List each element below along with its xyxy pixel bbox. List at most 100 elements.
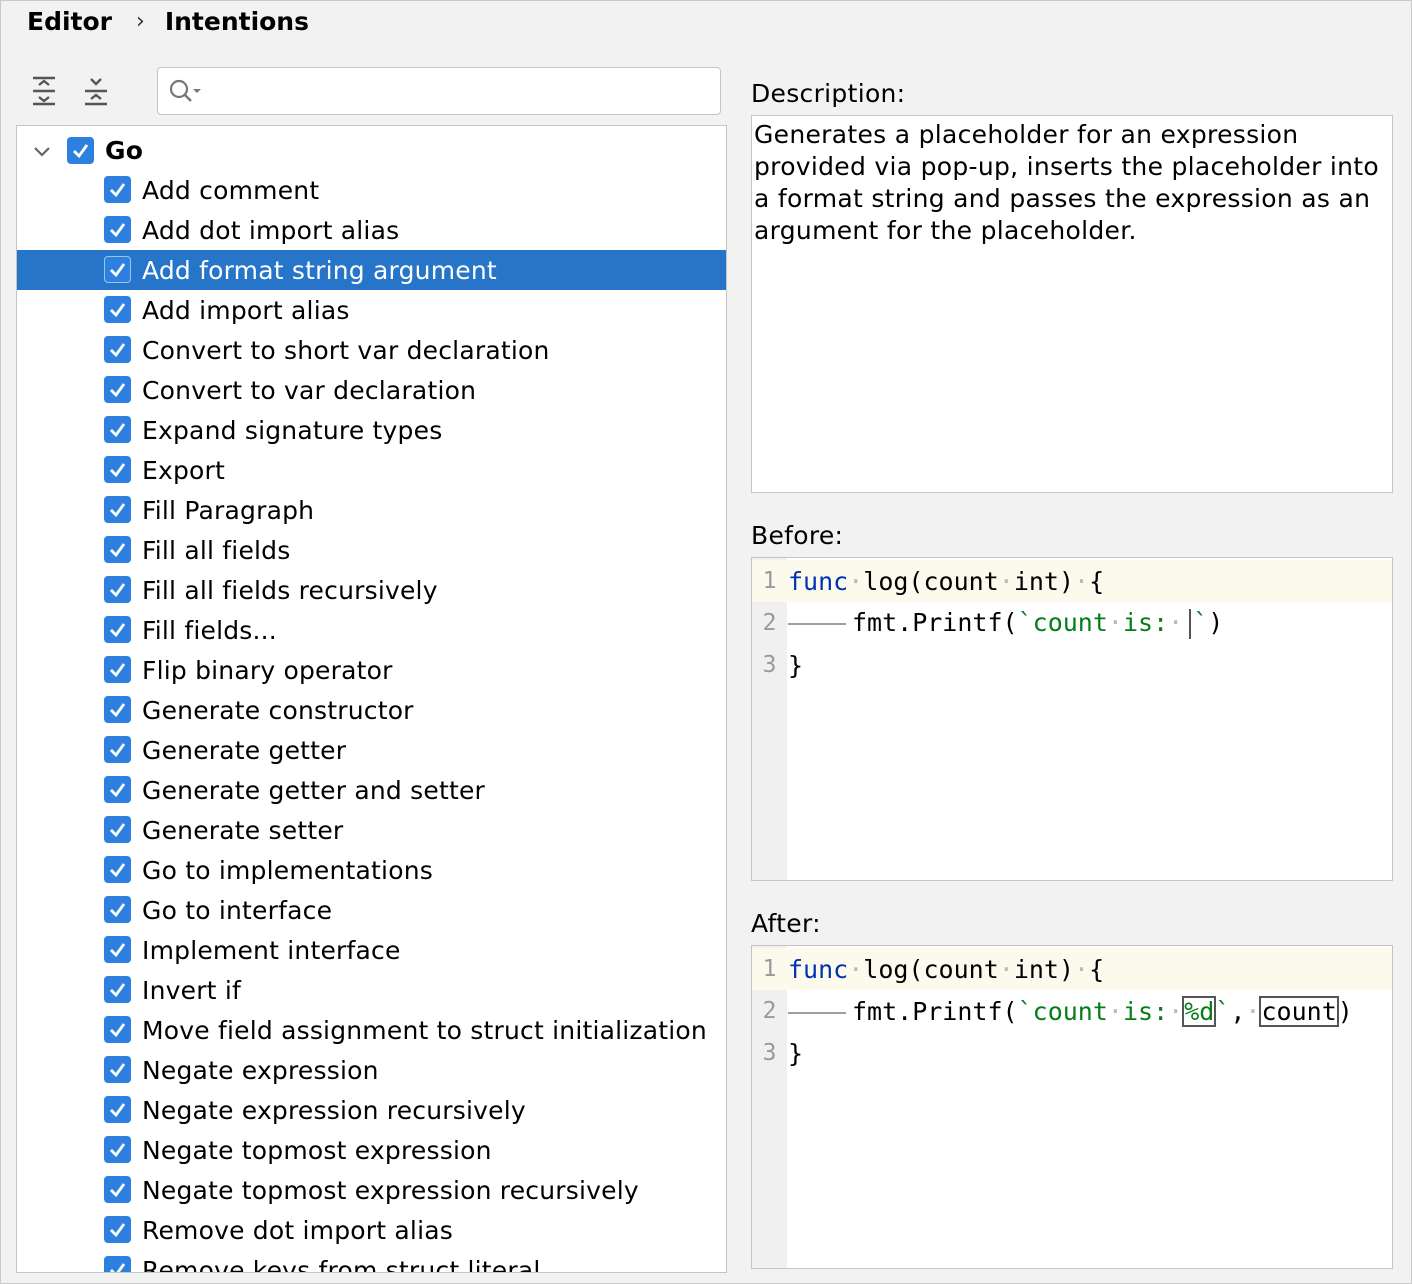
expand-all-button[interactable] xyxy=(27,73,61,109)
code-text: int) xyxy=(1013,954,1075,984)
collapse-all-button[interactable] xyxy=(79,73,113,109)
tree-item-checkbox[interactable] xyxy=(104,1096,131,1123)
code-keyword: func xyxy=(788,566,849,596)
code-text: fmt.Printf( xyxy=(852,996,1018,1026)
code-text: { xyxy=(1089,566,1105,596)
tree-item[interactable]: Generate constructor xyxy=(17,690,726,730)
tree-item[interactable]: Generate getter xyxy=(17,730,726,770)
tree-item[interactable]: Negate expression xyxy=(17,1050,726,1090)
tree-item-checkbox[interactable] xyxy=(104,856,131,883)
code-text: } xyxy=(788,650,804,680)
tree-item[interactable]: Negate expression recursively xyxy=(17,1090,726,1130)
tree-item[interactable]: Convert to short var declaration xyxy=(17,330,726,370)
tree-item[interactable]: Move field assignment to struct initiali… xyxy=(17,1010,726,1050)
tree-item[interactable]: Export xyxy=(17,450,726,490)
tree-item[interactable]: Convert to var declaration xyxy=(17,370,726,410)
check-icon xyxy=(110,703,126,718)
tree-item[interactable]: Add import alias xyxy=(17,290,726,330)
code-text: log(count xyxy=(863,566,999,596)
check-icon xyxy=(110,343,126,358)
tree-item-checkbox[interactable] xyxy=(104,456,131,483)
tree-item-checkbox[interactable] xyxy=(104,496,131,523)
tree-item-checkbox[interactable] xyxy=(104,176,131,203)
tree-item[interactable]: Generate setter xyxy=(17,810,726,850)
tree-item-label: Generate getter xyxy=(142,735,347,765)
tree-item-checkbox[interactable] xyxy=(104,536,131,563)
tree-item[interactable]: Implement interface xyxy=(17,930,726,970)
search-input[interactable] xyxy=(210,71,720,111)
tree-item-checkbox[interactable] xyxy=(104,576,131,603)
tree-item[interactable]: Add format string argument xyxy=(17,250,726,290)
tree-item[interactable]: Remove keys from struct literal xyxy=(17,1250,726,1272)
tree-item-label: Fill all fields xyxy=(142,535,291,565)
tree-node-go[interactable]: Go xyxy=(17,130,726,170)
tree-item[interactable]: Fill fields... xyxy=(17,610,726,650)
tree-item-checkbox[interactable] xyxy=(104,1216,131,1243)
tree-item[interactable]: Generate getter and setter xyxy=(17,770,726,810)
tree-item-checkbox[interactable] xyxy=(104,776,131,803)
tree-item-checkbox[interactable] xyxy=(104,816,131,843)
code-string: count xyxy=(1032,607,1108,637)
tree-item[interactable]: Add dot import alias xyxy=(17,210,726,250)
tree-item[interactable]: Go to implementations xyxy=(17,850,726,890)
tree-item-label: Negate topmost expression xyxy=(142,1135,492,1165)
search-icon[interactable] xyxy=(168,77,204,105)
tree-item-checkbox[interactable] xyxy=(104,416,131,443)
code-string: ` xyxy=(1017,996,1033,1026)
checkbox-go[interactable] xyxy=(67,136,94,164)
code-text: , xyxy=(1230,996,1246,1026)
tree-item-checkbox[interactable] xyxy=(104,216,131,243)
check-icon xyxy=(110,1103,126,1118)
tree-item-checkbox[interactable] xyxy=(104,896,131,923)
tree-item[interactable]: Fill all fields xyxy=(17,530,726,570)
code-text: int) xyxy=(1013,566,1075,596)
search-field[interactable] xyxy=(157,67,721,115)
tree-item-checkbox[interactable] xyxy=(104,696,131,723)
chevron-down-icon[interactable] xyxy=(31,140,53,162)
code-line: 1 func·log(count·int)·{ xyxy=(752,560,1392,602)
tree-item-checkbox[interactable] xyxy=(104,656,131,683)
tree-item[interactable]: Go to interface xyxy=(17,890,726,930)
tree-item-label: Flip binary operator xyxy=(142,655,393,685)
tree-item[interactable]: Negate topmost expression xyxy=(17,1130,726,1170)
tree-item[interactable]: Remove dot import alias xyxy=(17,1210,726,1250)
tree-item[interactable]: Negate topmost expression recursively xyxy=(17,1170,726,1210)
tree-item[interactable]: Expand signature types xyxy=(17,410,726,450)
check-icon xyxy=(110,1023,126,1038)
check-icon xyxy=(110,543,126,558)
tree-item[interactable]: Fill Paragraph xyxy=(17,490,726,530)
tree-item-checkbox[interactable] xyxy=(104,376,131,403)
tree-item[interactable]: Fill all fields recursively xyxy=(17,570,726,610)
tree-item-checkbox[interactable] xyxy=(104,1256,131,1272)
tree-item-label: Convert to short var declaration xyxy=(142,335,550,365)
tree-item-checkbox[interactable] xyxy=(104,296,131,323)
tree-item-label: Remove dot import alias xyxy=(142,1215,453,1245)
collapse-all-icon xyxy=(85,78,107,106)
tree-item-checkbox[interactable] xyxy=(104,256,131,283)
tree-item[interactable]: Flip binary operator xyxy=(17,650,726,690)
tree-item-label: Generate constructor xyxy=(142,695,414,725)
tree-item-label: Export xyxy=(142,455,226,485)
tree-item-label: Add import alias xyxy=(142,295,350,325)
tree-item-checkbox[interactable] xyxy=(104,336,131,363)
tree-item-checkbox[interactable] xyxy=(104,1136,131,1163)
line-number: 3 xyxy=(762,652,777,678)
breadcrumb-editor[interactable]: Editor xyxy=(27,6,112,36)
tree-item[interactable]: Invert if xyxy=(17,970,726,1010)
check-icon xyxy=(110,823,126,838)
tree-item-label: Fill Paragraph xyxy=(142,495,315,525)
tree-item-checkbox[interactable] xyxy=(104,1016,131,1043)
tree-item[interactable]: Add comment xyxy=(17,170,726,210)
tree-item-label: Add dot import alias xyxy=(142,215,400,245)
tree-item-checkbox[interactable] xyxy=(104,616,131,643)
tree-item-checkbox[interactable] xyxy=(104,1056,131,1083)
tree-item-checkbox[interactable] xyxy=(104,976,131,1003)
check-icon xyxy=(110,1223,126,1238)
tree-item-checkbox[interactable] xyxy=(104,1176,131,1203)
check-icon xyxy=(110,663,126,678)
tree-item-label: Negate expression xyxy=(142,1055,379,1085)
tree-item-checkbox[interactable] xyxy=(104,736,131,763)
check-icon xyxy=(110,423,126,438)
tree-item-checkbox[interactable] xyxy=(104,936,131,963)
